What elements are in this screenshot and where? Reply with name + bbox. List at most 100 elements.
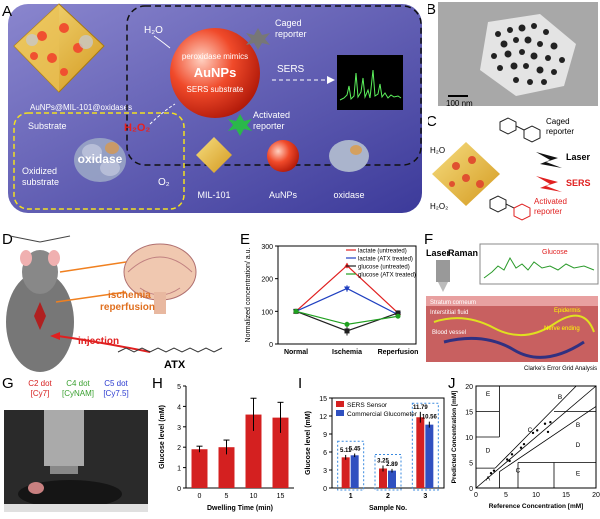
j-point — [522, 442, 526, 446]
sers-label-c: SERS — [566, 178, 591, 188]
i-ytick-label: 15 — [319, 396, 327, 403]
j-ytick-label: 20 — [465, 384, 473, 391]
dot-name-1: C2 dot — [28, 379, 52, 388]
panel-a: A AuNPs@MIL-101@oxidases peroxidase mimi… — [0, 0, 426, 216]
h2o2-label: H₂O₂ — [124, 122, 150, 134]
j-zone-label: B — [558, 394, 562, 401]
j-point — [492, 469, 496, 472]
j-ytick-label: 0 — [469, 486, 473, 493]
nerve-label: Nerve ending — [544, 326, 580, 332]
i-value-label: 5.45 — [349, 447, 361, 453]
j-zone-label: A — [486, 475, 491, 482]
i-value-label: 3.25 — [377, 459, 389, 465]
e-point — [344, 262, 350, 268]
e-ytick-label: 0 — [269, 342, 273, 349]
h-bar — [272, 417, 289, 488]
panel-i-letter: I — [298, 376, 302, 392]
e-plot-frame — [277, 245, 417, 345]
j-zone-label: C — [516, 468, 521, 475]
mouse-icon — [6, 235, 74, 372]
e-point — [344, 321, 350, 327]
i-value-label: 10.56 — [422, 415, 438, 421]
oxidase-label: oxidase — [78, 152, 123, 166]
j-point — [531, 431, 535, 435]
sers-spectrum — [337, 55, 403, 110]
i-bar — [379, 468, 387, 488]
e-legend-label: glucose (untreated) — [358, 265, 410, 271]
j-zone-label: D — [576, 442, 581, 449]
j-zone-label: B — [576, 422, 580, 429]
atx-label: ATX — [164, 359, 186, 371]
aunps-sphere — [170, 28, 260, 118]
e-ylabel: Normalized concentration/ a.u. — [245, 247, 252, 342]
o2-label: O₂ — [158, 177, 170, 188]
i-ytick-label: 6 — [323, 450, 327, 457]
dot-name-2: C4 dot — [66, 379, 90, 388]
i-ylabel: Glucose level (mM) — [305, 411, 312, 475]
i-xtick-label: 3 — [423, 493, 427, 500]
i-xlabel: Sample No. — [369, 505, 407, 512]
j-point — [549, 421, 552, 424]
h-xtick-label: 10 — [250, 493, 258, 500]
j-ylabel: Predicted Concentration [mM] — [451, 391, 458, 484]
laser-bolt-icon — [536, 152, 562, 168]
e-point — [344, 286, 350, 292]
e-ytick-label: 200 — [261, 277, 273, 284]
j-zone-label: C — [528, 427, 533, 434]
caged-reporter-icon — [246, 28, 270, 50]
i-ytick-label: 12 — [319, 414, 327, 421]
j-diagonal — [475, 385, 597, 489]
h2o2-label-c: H₂O₂ — [430, 202, 448, 211]
j-zone-line — [494, 385, 577, 469]
atx-structure-icon — [117, 347, 223, 353]
panel-a-letter: A — [2, 3, 12, 20]
i-group-box — [411, 402, 439, 491]
panel-f-letter: F — [424, 232, 433, 248]
j-xtick-label: 0 — [474, 492, 478, 499]
caged-molecule-icon — [499, 117, 541, 143]
h-bar — [191, 449, 208, 488]
legend-aunps-icon — [267, 140, 299, 172]
e-point — [344, 328, 350, 334]
sers-bolt-icon — [536, 176, 562, 192]
h-ytick-label: 4 — [177, 404, 181, 411]
h-bar — [245, 414, 262, 488]
i-xtick-label: 1 — [349, 493, 353, 500]
i-bar — [425, 424, 434, 488]
j-point — [489, 472, 493, 475]
j-point — [536, 429, 539, 432]
j-ytick-label: 10 — [465, 435, 473, 442]
e-point — [395, 310, 401, 316]
i-bar — [341, 457, 350, 488]
e-point — [395, 313, 401, 319]
activated-reporter-icon — [228, 114, 252, 136]
dot-name-3: C5 dot — [104, 379, 128, 388]
probe-icon — [436, 260, 450, 282]
j-zone-label: E — [576, 470, 581, 477]
h-xtick-label: 5 — [225, 493, 229, 500]
panel-b: 100 nm B — [426, 0, 600, 110]
h-xtick-label: 0 — [198, 493, 202, 500]
i-legend-swatch — [336, 410, 344, 416]
h-ylabel: Glucose level (mM) — [159, 405, 166, 469]
reaction-box — [126, 5, 422, 166]
j-xtick-label: 5 — [504, 492, 508, 499]
i-ytick-label: 3 — [323, 468, 327, 475]
h-xtick-label: 15 — [277, 493, 285, 500]
epidermis-label: Epidermis — [554, 308, 581, 314]
i-bar — [416, 417, 425, 488]
mof-label: AuNPs@MIL-101@oxidases — [30, 103, 132, 112]
tem-nanoparticles — [491, 23, 565, 85]
i-bar — [388, 470, 396, 488]
dot-tag-1: [Cy7] — [31, 389, 50, 398]
h2o-label-c: H₂O — [430, 146, 445, 155]
panel-e-letter: E — [240, 232, 250, 248]
j-point — [546, 430, 550, 434]
i-value-label: 11.79 — [413, 405, 428, 411]
